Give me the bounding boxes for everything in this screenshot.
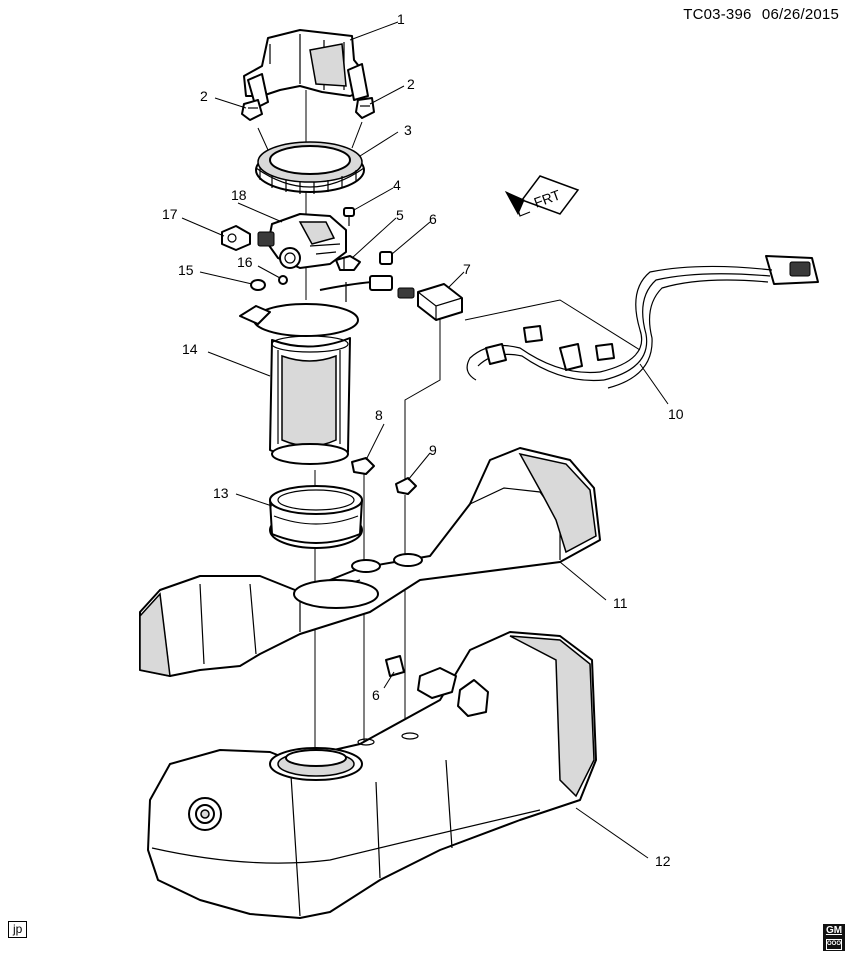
callout-3: 3 (404, 122, 412, 138)
callout-4: 4 (393, 177, 401, 193)
part-2-clip-right (355, 97, 375, 119)
part-18-module-cover (257, 213, 347, 269)
callout-6-upper: 6 (429, 211, 437, 227)
callout-16: 16 (237, 254, 253, 270)
callout-1: 1 (397, 11, 405, 27)
part-12-fuel-tank (147, 631, 597, 919)
part-9-clip (395, 477, 417, 495)
callout-10: 10 (668, 406, 684, 422)
callout-numbers: 1 2 2 3 4 5 6 7 8 9 10 11 12 13 14 15 16… (162, 11, 684, 869)
leader-lines (181, 21, 669, 859)
part-7-connector (397, 283, 463, 321)
callout-8: 8 (375, 407, 383, 423)
front-direction-marker: FRT (504, 175, 580, 217)
part-13-canister-seal (269, 485, 363, 549)
callout-9: 9 (429, 442, 437, 458)
gm-logo-subtext: OOO (826, 939, 842, 950)
callout-12: 12 (655, 853, 671, 869)
part-1-retainer-bracket (243, 29, 369, 109)
gm-logo-text: GM (825, 925, 843, 936)
callout-11: 11 (613, 595, 628, 611)
part-16-seal (278, 275, 288, 285)
callout-13: 13 (213, 485, 229, 501)
callout-2-right: 2 (407, 76, 415, 92)
callout-14: 14 (182, 341, 198, 357)
part-14-pump-module (239, 303, 359, 465)
diagram-code: TC03-396 (683, 6, 752, 23)
part-11-tank-shield (139, 447, 601, 677)
callout-6-lower: 6 (372, 687, 380, 703)
part-15-o-ring (250, 279, 266, 291)
module-pigtail (319, 275, 393, 302)
callout-18: 18 (231, 187, 247, 203)
callout-17: 17 (162, 206, 178, 222)
callout-7: 7 (463, 261, 471, 277)
part-6-plug-upper (379, 251, 393, 265)
part-6-plug-lower (385, 655, 405, 677)
callout-15: 15 (178, 262, 194, 278)
part-2-clip-left (241, 99, 263, 121)
gm-logo: GM OOO (823, 924, 845, 951)
part-8-clip (351, 457, 375, 475)
diagram-date: 06/26/2015 (761, 6, 839, 23)
callout-2-left: 2 (200, 88, 208, 104)
part-10-wiring-harness (466, 255, 819, 389)
part-4-screw (343, 207, 355, 226)
part-3-lock-ring (255, 141, 365, 194)
diagram-header: TC03-396 06/26/2015 (683, 6, 839, 23)
part-5-fitting (335, 255, 361, 271)
callout-5: 5 (396, 207, 404, 223)
author-initials: jp (8, 921, 28, 938)
part-17-sender-tab (221, 225, 251, 251)
